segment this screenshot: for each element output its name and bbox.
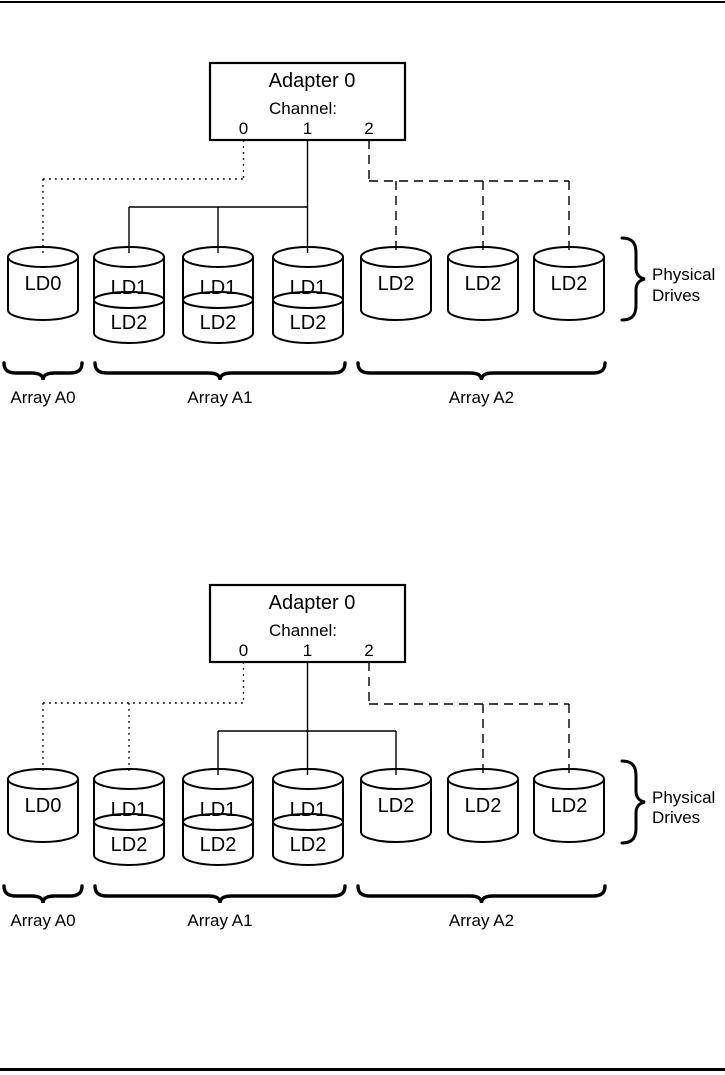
physical-drives-note-line1: Physical xyxy=(652,788,715,807)
physical-drives-brace xyxy=(620,236,646,322)
adapter-title: Adapter 0 xyxy=(269,70,356,92)
array-label: Array A0 xyxy=(10,911,75,930)
drive-cylinder-body xyxy=(182,257,254,344)
channel-number: 1 xyxy=(303,641,312,660)
logical-drive-label: LD0 xyxy=(25,795,62,817)
channel-number: 0 xyxy=(239,119,248,138)
channel-0-dotted-connection xyxy=(42,662,245,775)
logical-drive-label: LD2 xyxy=(111,312,148,334)
drive-section-divider xyxy=(182,813,254,831)
physical-drives-note-line2: Drives xyxy=(652,286,700,305)
logical-drive-label: LD1 xyxy=(200,799,237,821)
logical-drive-label: LD0 xyxy=(25,273,62,295)
drive-cylinder-body xyxy=(447,779,519,843)
drive-cylinder-body xyxy=(272,779,344,866)
drive-cylinder-body xyxy=(93,779,165,866)
page-top-rule xyxy=(0,1,725,3)
logical-drive-label: LD2 xyxy=(290,312,327,334)
logical-drive-label: LD1 xyxy=(290,277,327,299)
drive-cylinder-top xyxy=(7,246,79,268)
logical-drive-label: LD1 xyxy=(290,799,327,821)
channel-number: 2 xyxy=(364,119,373,138)
drive-single: LD2 xyxy=(360,768,432,843)
array-brace xyxy=(2,361,84,381)
array-label: Array A1 xyxy=(187,911,252,930)
channel-caption: Channel: xyxy=(269,99,337,118)
array-label: Array A0 xyxy=(10,388,75,407)
channel-caption: Channel: xyxy=(269,621,337,640)
logical-drive-label: LD2 xyxy=(465,795,502,817)
logical-drive-label: LD2 xyxy=(551,273,588,295)
drive-cylinder-body xyxy=(7,257,79,321)
channel-1-solid-connection xyxy=(128,140,309,253)
drive-single: LD2 xyxy=(533,246,605,321)
array-brace xyxy=(2,884,84,904)
drive-section-divider xyxy=(272,813,344,831)
drive-cylinder-body xyxy=(272,257,344,344)
channel-number: 0 xyxy=(239,641,248,660)
channel-2-dashed-connection xyxy=(368,662,570,775)
channel-1-solid-connection xyxy=(217,662,397,775)
page-bottom-rule xyxy=(0,1068,725,1071)
array-brace xyxy=(93,361,347,381)
adapter-box xyxy=(208,583,407,664)
drive-single: LD2 xyxy=(533,768,605,843)
array-label: Array A2 xyxy=(449,911,514,930)
logical-drive-label: LD2 xyxy=(378,273,415,295)
drive-cylinder-body xyxy=(360,779,432,843)
logical-drive-label: LD2 xyxy=(111,834,148,856)
adapter-box xyxy=(208,61,407,142)
drive-section-divider xyxy=(182,291,254,309)
logical-drive-label: LD2 xyxy=(290,834,327,856)
array-label: Array A2 xyxy=(449,388,514,407)
drive-cylinder-body xyxy=(533,257,605,321)
array-brace xyxy=(93,884,347,904)
channel-number: 1 xyxy=(303,119,312,138)
logical-drive-label: LD2 xyxy=(200,834,237,856)
drive-cylinder-body xyxy=(182,779,254,866)
array-brace xyxy=(356,884,607,904)
array-brace xyxy=(356,361,607,381)
logical-drive-label: LD1 xyxy=(111,799,148,821)
channel-2-dashed-connection xyxy=(368,140,570,253)
logical-drive-label: LD1 xyxy=(111,277,148,299)
drive-single: LD0 xyxy=(7,768,79,843)
drive-cylinder-top xyxy=(7,768,79,790)
drive-single: LD2 xyxy=(360,246,432,321)
logical-drive-label: LD1 xyxy=(200,277,237,299)
logical-drive-label: LD2 xyxy=(200,312,237,334)
drive-cylinder-body xyxy=(533,779,605,843)
drive-single: LD2 xyxy=(447,246,519,321)
logical-drive-label: LD2 xyxy=(465,273,502,295)
drive-single: LD0 xyxy=(7,246,79,321)
drive-section-divider xyxy=(272,291,344,309)
physical-drives-note-line1: Physical xyxy=(652,265,715,284)
channel-number: 2 xyxy=(364,641,373,660)
adapter-title: Adapter 0 xyxy=(269,592,356,614)
channel-0-dotted-connection xyxy=(42,140,245,253)
drive-section-divider xyxy=(93,291,165,309)
array-label: Array A1 xyxy=(187,388,252,407)
logical-drive-label: LD2 xyxy=(551,795,588,817)
drive-section-divider xyxy=(93,813,165,831)
drive-cylinder-body xyxy=(7,779,79,843)
drive-cylinder-body xyxy=(447,257,519,321)
physical-drives-note-line2: Drives xyxy=(652,808,700,827)
logical-drive-label: LD2 xyxy=(378,795,415,817)
drive-cylinder-top xyxy=(93,768,165,790)
physical-drives-brace xyxy=(620,759,646,845)
drive-cylinder-body xyxy=(93,257,165,344)
drive-single: LD2 xyxy=(447,768,519,843)
drive-cylinder-body xyxy=(360,257,432,321)
